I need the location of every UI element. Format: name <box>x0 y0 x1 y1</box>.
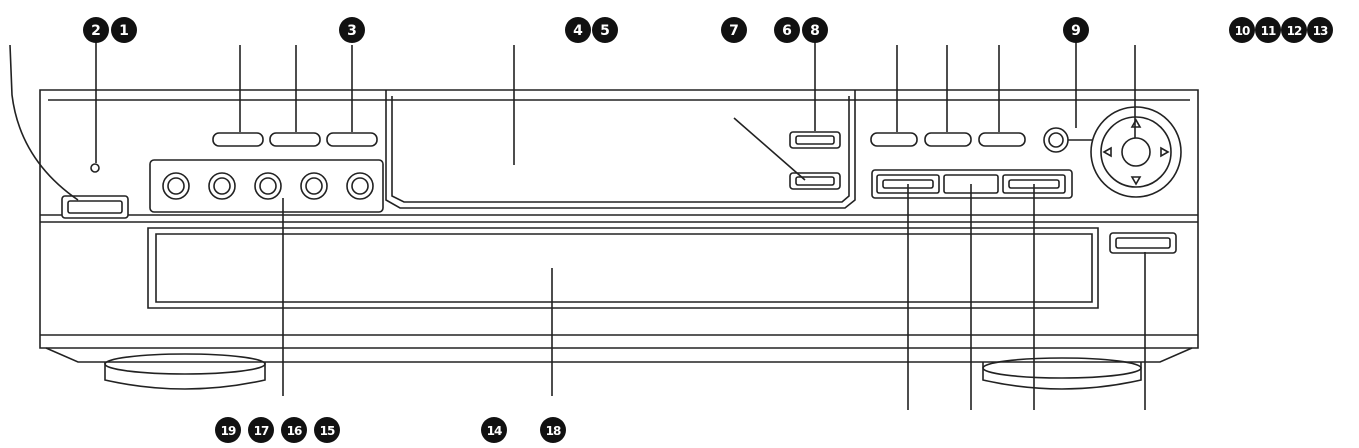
svg-text:19: 19 <box>221 424 236 438</box>
callout-top-1: 1 <box>111 17 137 43</box>
right-button-3[interactable] <box>978 132 1026 147</box>
callout-top-2: 2 <box>83 17 109 43</box>
svg-text:18: 18 <box>546 424 561 438</box>
callout-bottom-18: 18 <box>540 417 566 443</box>
svg-text:8: 8 <box>810 23 820 39</box>
svg-text:2: 2 <box>91 23 101 39</box>
svg-text:11: 11 <box>1261 24 1276 38</box>
svg-text:15: 15 <box>320 424 335 438</box>
right-button-2[interactable] <box>924 132 972 147</box>
callout-top-11: 11 <box>1255 17 1281 43</box>
callout-bottom-16: 16 <box>281 417 307 443</box>
callout-top-13: 13 <box>1307 17 1333 43</box>
svg-text:5: 5 <box>600 23 610 39</box>
power-button-inner <box>67 200 123 214</box>
standby-indicator <box>90 163 100 173</box>
svg-text:6: 6 <box>782 23 792 39</box>
svg-text:4: 4 <box>573 23 583 39</box>
left-button-3[interactable] <box>326 132 378 147</box>
disc-buttons <box>162 172 374 200</box>
left-foot <box>104 353 266 390</box>
svg-text:3: 3 <box>347 23 357 39</box>
svg-text:9: 9 <box>1071 23 1081 39</box>
callout-bottom-14: 14 <box>481 417 507 443</box>
callout-bottom-17: 17 <box>248 417 274 443</box>
callout-top-5: 5 <box>592 17 618 43</box>
left-button-1[interactable] <box>212 132 264 147</box>
display-window <box>385 90 856 209</box>
callout-bottom-15: 15 <box>314 417 340 443</box>
leader-lines <box>9 42 1146 410</box>
callout-top-4: 4 <box>565 17 591 43</box>
callout-top-7: 7 <box>721 17 747 43</box>
callout-top-9: 9 <box>1063 17 1089 43</box>
right-foot <box>982 357 1142 390</box>
callout-bottom-19: 19 <box>215 417 241 443</box>
callout-top-8: 8 <box>802 17 828 43</box>
jog-dial[interactable] <box>1090 106 1182 198</box>
callout-top-3: 3 <box>339 17 365 43</box>
callout-top-12: 12 <box>1281 17 1307 43</box>
svg-text:12: 12 <box>1287 24 1302 38</box>
svg-text:10: 10 <box>1235 24 1250 38</box>
right-button-1[interactable] <box>870 132 918 147</box>
left-button-2[interactable] <box>269 132 321 147</box>
player-body <box>39 89 1199 363</box>
svg-text:1: 1 <box>119 23 129 39</box>
svg-text:14: 14 <box>487 424 502 438</box>
svg-text:17: 17 <box>254 424 269 438</box>
svg-text:16: 16 <box>287 424 302 438</box>
callout-top-6: 6 <box>774 17 800 43</box>
callout-top-10: 10 <box>1229 17 1255 43</box>
disc-tray <box>147 227 1099 309</box>
svg-text:7: 7 <box>729 23 739 39</box>
svg-text:13: 13 <box>1313 24 1328 38</box>
